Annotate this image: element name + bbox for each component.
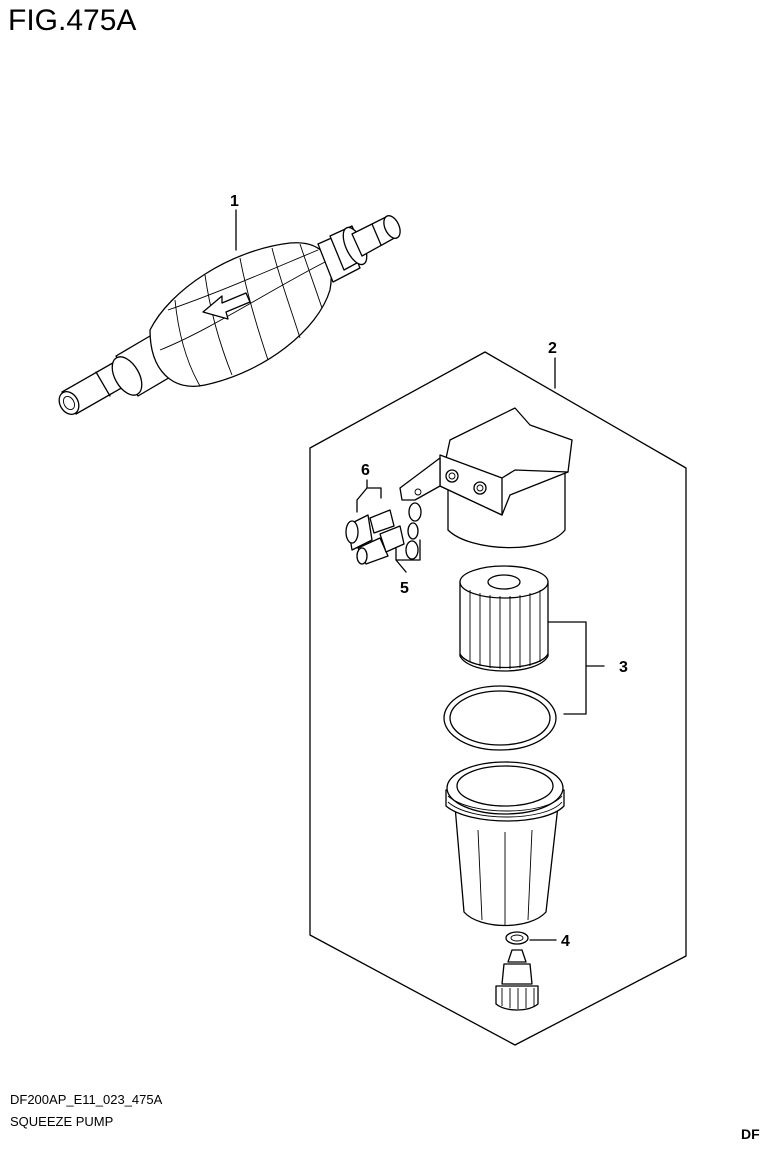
callout-3: 3 (619, 659, 628, 676)
reference-code: DF200AP_E11_023_475A (10, 1092, 163, 1107)
callout-5: 5 (400, 580, 409, 597)
filter-bowl (445, 761, 565, 927)
figure-caption: SQUEEZE PUMP (10, 1114, 114, 1129)
callout-4: 4 (561, 933, 570, 950)
filter-head (399, 407, 573, 549)
callout-6: 6 (361, 462, 370, 479)
fittings: 6 5 (345, 462, 422, 597)
callout-1: 1 (230, 193, 239, 210)
filter-element-part: 3 (443, 565, 628, 751)
squeeze-bulb-part: 1 (58, 193, 401, 415)
callout-2: 2 (548, 340, 557, 357)
figure-title: FIG.475A (8, 4, 137, 37)
drain-plug-part: 4 (495, 931, 570, 1011)
filter-assembly-part: 2 (309, 340, 687, 1046)
corner-tag: DF (741, 1126, 760, 1142)
